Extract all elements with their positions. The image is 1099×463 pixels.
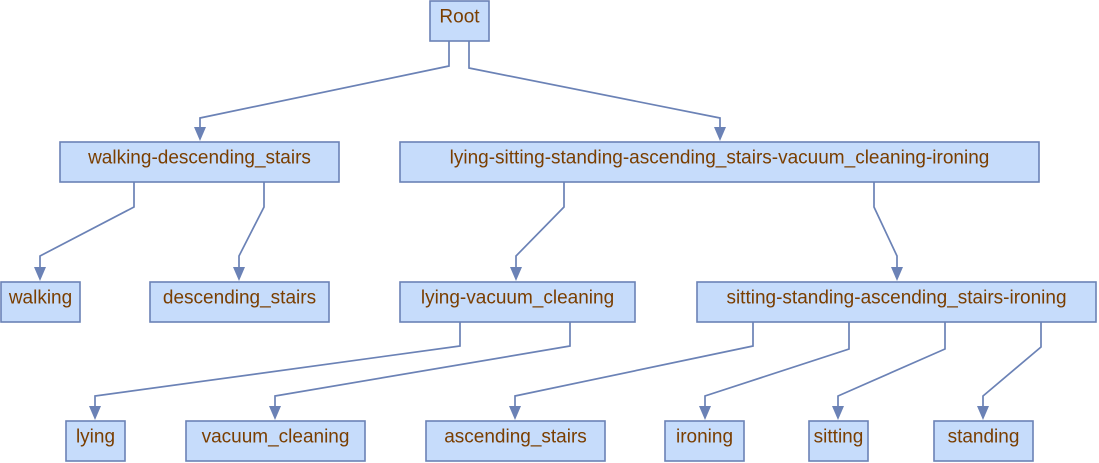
tree-edges [34,41,1042,420]
node-label: sitting-standing-ascending_stairs-ironin… [726,288,1066,309]
node-label: descending_stairs [163,288,316,309]
node-vacuum-cleaning: vacuum_cleaning [185,420,366,462]
node-box [59,141,340,183]
arrowhead-icon [34,267,46,281]
node-box [149,281,330,323]
node-label: ironing [676,427,733,448]
node-label: ascending_stairs [444,427,587,448]
node-label: lying [76,427,115,448]
arrowhead-icon [194,127,206,141]
arrowhead-icon [510,267,522,281]
arrowhead-icon [832,406,844,420]
edge-root-to-walking-descending [194,41,450,141]
node-sitting: sitting [808,420,869,462]
node-label: lying-sitting-standing-ascending_stairs-… [450,148,990,169]
arrowhead-icon [269,406,281,420]
node-root: Root [429,0,490,42]
node-lying: lying [65,420,126,462]
edge-line [468,41,721,130]
node-walking: walking [0,281,81,323]
arrowhead-icon [89,406,101,420]
node-label: walking-descending_stairs [87,148,311,169]
edge-line [704,322,850,409]
edge-line [199,41,450,130]
edge-group-to-lying-vacuum [510,182,565,281]
node-label: standing [948,427,1020,448]
node-box [664,420,745,462]
arrowhead-icon [891,267,903,281]
node-box [0,281,81,323]
node-box [696,281,1097,323]
node-box [185,420,366,462]
edge-line [982,322,1042,409]
edge-line [39,182,135,270]
node-box [399,281,636,323]
edge-line [837,322,946,409]
edge-line [515,182,565,270]
node-box [65,420,126,462]
node-box [808,420,869,462]
node-label: lying-vacuum_cleaning [421,288,614,309]
edge-line [238,182,265,270]
node-label: walking [8,288,72,309]
node-standing: standing [933,420,1034,462]
node-lying-vacuum-cleaning: lying-vacuum_cleaning [399,281,636,323]
edge-lying-vacuum-to-vacuum-cleaning [269,322,571,420]
edge-line [514,322,754,409]
arrowhead-icon [714,127,726,141]
node-label: vacuum_cleaning [202,427,350,448]
edge-line [274,322,571,409]
arrowhead-icon [233,267,245,281]
arrowhead-icon [699,406,711,420]
edge-line [94,322,461,409]
edge-ssai-to-ironing [699,322,850,420]
arrowhead-icon [509,406,521,420]
node-ironing: ironing [664,420,745,462]
node-box [933,420,1034,462]
node-box [429,0,490,42]
edge-ssai-to-sitting [832,322,946,420]
node-sitting-standing-ascending-stairs-ironing: sitting-standing-ascending_stairs-ironin… [696,281,1097,323]
node-box [399,141,1040,183]
node-ascending-stairs: ascending_stairs [425,420,606,462]
edge-ssai-to-standing [977,322,1042,420]
edge-walking-descending-to-descending-stairs [233,182,265,281]
edge-lying-vacuum-to-lying [89,322,461,420]
arrowhead-icon [977,406,989,420]
node-lying-sitting-standing-ascending-stairs-vacuum-cleaning-ironing: lying-sitting-standing-ascending_stairs-… [399,141,1040,183]
edge-ssai-to-ascending-stairs [509,322,754,420]
node-walking-descending-stairs: walking-descending_stairs [59,141,340,183]
node-label: sitting [814,427,864,448]
edge-line [873,182,898,270]
node-descending-stairs: descending_stairs [149,281,330,323]
node-box [425,420,606,462]
edge-group-to-sitting-standing-group [873,182,903,281]
node-label: Root [439,7,480,28]
edge-root-to-lying-sitting-group [468,41,726,141]
edge-walking-descending-to-walking [34,182,135,281]
